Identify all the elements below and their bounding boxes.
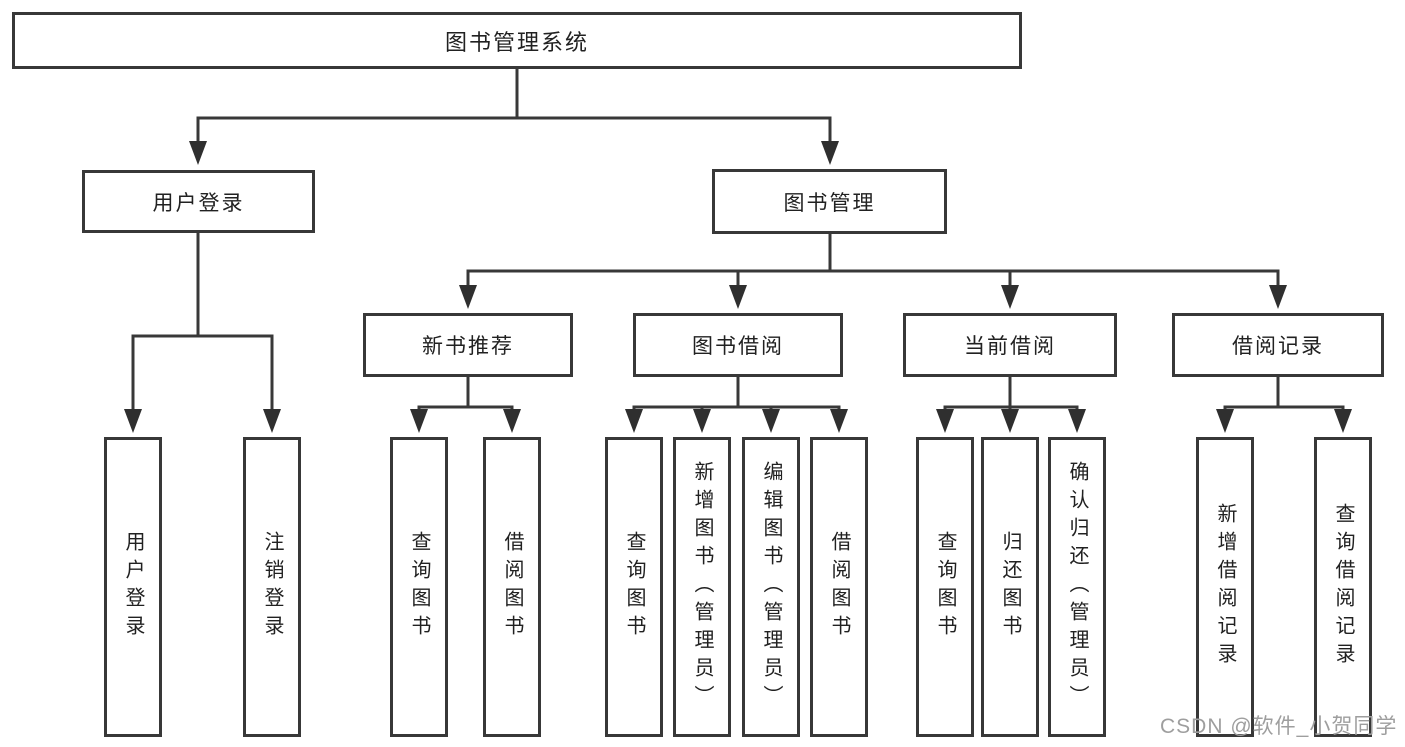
leaf-add-borrow-record: 新增借阅记录 [1196,437,1254,737]
node-new-book-recommend: 新书推荐 [363,313,573,377]
node-book-management: 图书管理 [712,169,947,234]
leaf-logout: 注销登录 [243,437,301,737]
node-user-login: 用户登录 [82,170,315,233]
leaf-query-books-current: 查询图书 [916,437,974,737]
leaf-user-login: 用户登录 [104,437,162,737]
node-borrowing-records: 借阅记录 [1172,313,1384,377]
node-library-system: 图书管理系统 [12,12,1022,69]
leaf-confirm-return-admin: 确认归还（管理员） [1048,437,1106,737]
leaf-borrow-books: 借阅图书 [810,437,868,737]
leaf-edit-books-admin: 编辑图书（管理员） [742,437,800,737]
leaf-query-books-recommend: 查询图书 [390,437,448,737]
leaf-query-books-borrow: 查询图书 [605,437,663,737]
node-book-borrowing: 图书借阅 [633,313,843,377]
leaf-add-books-admin: 新增图书（管理员） [673,437,731,737]
watermark: CSDN @软件_小贺同学 [1160,715,1398,738]
leaf-query-borrow-record: 查询借阅记录 [1314,437,1372,737]
node-current-borrowing: 当前借阅 [903,313,1117,377]
leaf-borrow-books-recommend: 借阅图书 [483,437,541,737]
leaf-return-books: 归还图书 [981,437,1039,737]
